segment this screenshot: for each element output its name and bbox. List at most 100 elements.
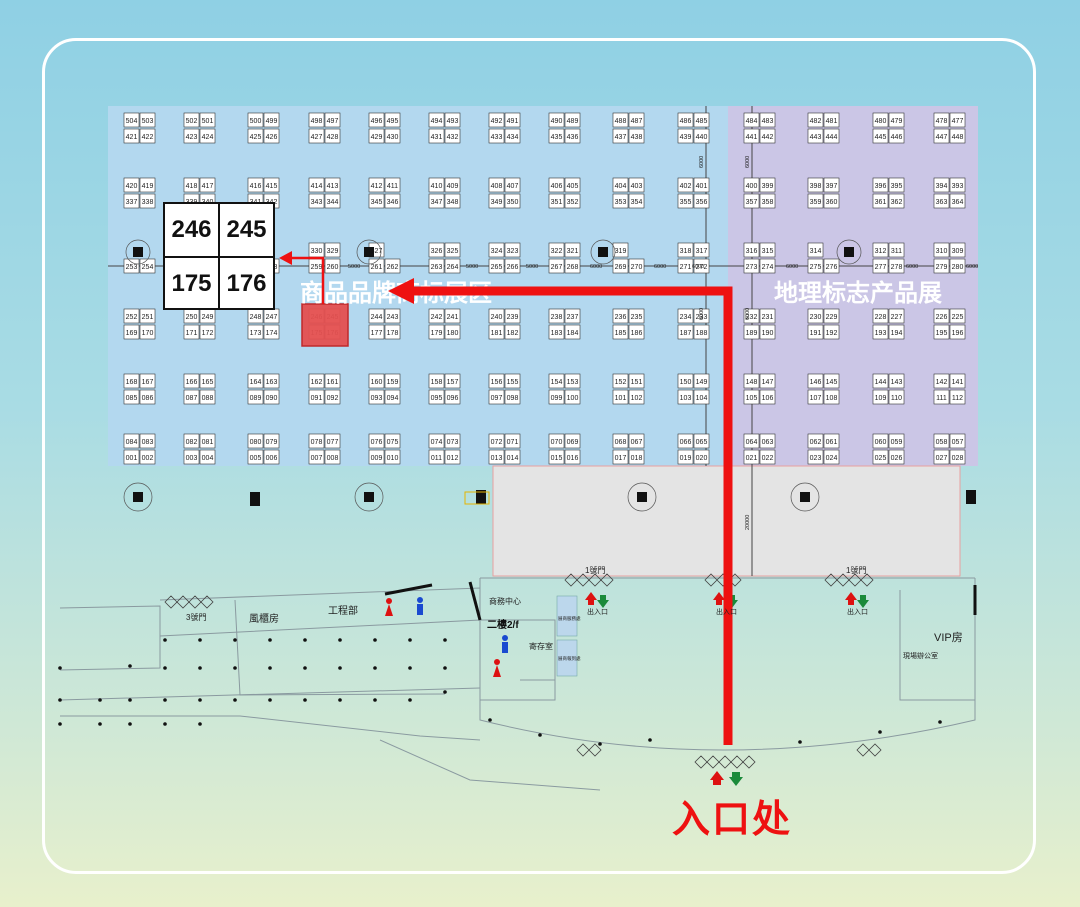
- booth-cell[interactable]: [504, 128, 521, 144]
- booth-cell[interactable]: [628, 308, 645, 324]
- booth-cell[interactable]: [807, 177, 824, 193]
- booth-cell[interactable]: [759, 193, 776, 209]
- booth-cell[interactable]: [823, 258, 840, 274]
- booth-cell[interactable]: [123, 112, 140, 128]
- booth-cell[interactable]: [872, 308, 889, 324]
- booth-cell[interactable]: [548, 112, 565, 128]
- booth-cell[interactable]: [949, 433, 966, 449]
- booth-cell[interactable]: [548, 177, 565, 193]
- booth-cell[interactable]: [807, 258, 824, 274]
- booth-cell[interactable]: [628, 433, 645, 449]
- booth-cell[interactable]: [444, 177, 461, 193]
- booth-cell[interactable]: [628, 324, 645, 340]
- booth-cell[interactable]: [199, 177, 216, 193]
- booth-cell[interactable]: [807, 449, 824, 465]
- booth-cell[interactable]: [743, 112, 760, 128]
- booth-cell[interactable]: [308, 128, 325, 144]
- booth-cell[interactable]: [384, 389, 401, 405]
- booth-cell[interactable]: [444, 242, 461, 258]
- booth-cell[interactable]: [123, 308, 140, 324]
- booth-cell[interactable]: [949, 177, 966, 193]
- booth-cell[interactable]: [384, 308, 401, 324]
- booth-cell[interactable]: [759, 389, 776, 405]
- booth-cell[interactable]: [888, 128, 905, 144]
- booth-cell[interactable]: [888, 112, 905, 128]
- booth-cell[interactable]: [428, 177, 445, 193]
- booth-cell[interactable]: [384, 112, 401, 128]
- booth-cell[interactable]: [949, 449, 966, 465]
- booth-cell[interactable]: [488, 177, 505, 193]
- booth-cell[interactable]: [933, 112, 950, 128]
- booth-cell[interactable]: [888, 389, 905, 405]
- booth-cell[interactable]: [183, 177, 200, 193]
- booth-cell[interactable]: [872, 258, 889, 274]
- booth-cell[interactable]: [888, 193, 905, 209]
- booth-cell[interactable]: [807, 433, 824, 449]
- booth-cell[interactable]: [693, 177, 710, 193]
- booth-cell[interactable]: [199, 433, 216, 449]
- booth-cell[interactable]: [548, 258, 565, 274]
- booth-cell[interactable]: [428, 193, 445, 209]
- booth-cell[interactable]: [488, 258, 505, 274]
- booth-cell[interactable]: [548, 193, 565, 209]
- booth-cell[interactable]: [368, 128, 385, 144]
- booth-cell[interactable]: [759, 112, 776, 128]
- booth-cell[interactable]: [384, 449, 401, 465]
- booth-cell[interactable]: [324, 193, 341, 209]
- booth-cell[interactable]: [693, 373, 710, 389]
- booth-cell[interactable]: [872, 112, 889, 128]
- booth-cell[interactable]: [759, 449, 776, 465]
- booth-cell[interactable]: [199, 449, 216, 465]
- booth-cell[interactable]: [564, 177, 581, 193]
- booth-cell[interactable]: [743, 242, 760, 258]
- booth-cell[interactable]: [444, 449, 461, 465]
- booth-cell[interactable]: [949, 373, 966, 389]
- booth-cell[interactable]: [564, 324, 581, 340]
- booth-cell[interactable]: [564, 242, 581, 258]
- booth-cell[interactable]: [308, 193, 325, 209]
- booth-cell[interactable]: [612, 308, 629, 324]
- booth-cell[interactable]: [247, 389, 264, 405]
- booth-cell[interactable]: [428, 324, 445, 340]
- booth-cell[interactable]: [564, 193, 581, 209]
- booth-cell[interactable]: [677, 177, 694, 193]
- booth-cell[interactable]: [933, 177, 950, 193]
- booth-cell[interactable]: [872, 193, 889, 209]
- booth-cell[interactable]: [693, 308, 710, 324]
- booth-cell[interactable]: [183, 373, 200, 389]
- booth-cell[interactable]: [677, 193, 694, 209]
- booth-cell[interactable]: [564, 112, 581, 128]
- booth-cell[interactable]: [139, 433, 156, 449]
- booth-cell[interactable]: [444, 308, 461, 324]
- booth-cell[interactable]: [888, 177, 905, 193]
- booth-cell[interactable]: [677, 242, 694, 258]
- booth-cell[interactable]: [123, 324, 140, 340]
- booth-cell[interactable]: [888, 373, 905, 389]
- booth-cell[interactable]: [368, 193, 385, 209]
- booth-cell[interactable]: [743, 324, 760, 340]
- booth-cell[interactable]: [933, 242, 950, 258]
- booth-cell[interactable]: [677, 433, 694, 449]
- booth-cell[interactable]: [139, 373, 156, 389]
- booth-cell[interactable]: [324, 433, 341, 449]
- booth-cell[interactable]: [183, 433, 200, 449]
- booth-cell[interactable]: [324, 373, 341, 389]
- booth-cell[interactable]: [488, 112, 505, 128]
- booth-cell[interactable]: [488, 373, 505, 389]
- booth-cell[interactable]: [247, 324, 264, 340]
- booth-cell[interactable]: [677, 258, 694, 274]
- booth-cell[interactable]: [384, 324, 401, 340]
- booth-cell[interactable]: [308, 433, 325, 449]
- booth-cell[interactable]: [823, 308, 840, 324]
- booth-cell[interactable]: [384, 128, 401, 144]
- booth-cell[interactable]: [759, 258, 776, 274]
- booth-cell[interactable]: [428, 112, 445, 128]
- booth-cell[interactable]: [564, 308, 581, 324]
- booth-cell[interactable]: [428, 373, 445, 389]
- booth-cell[interactable]: [693, 324, 710, 340]
- booth-cell[interactable]: [183, 449, 200, 465]
- booth-cell[interactable]: [548, 128, 565, 144]
- booth-cell[interactable]: [759, 308, 776, 324]
- booth-cell[interactable]: [693, 193, 710, 209]
- booth-cell[interactable]: [368, 324, 385, 340]
